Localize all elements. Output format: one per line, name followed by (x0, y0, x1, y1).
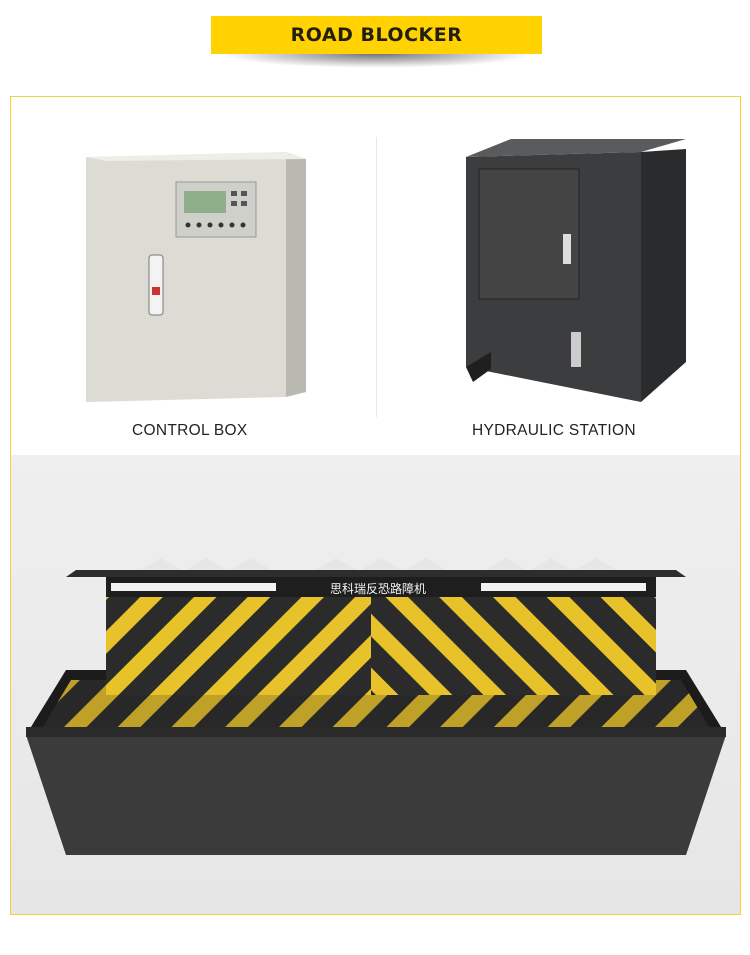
road-blocker-image: 思科瑞反恐路障机 (26, 558, 726, 855)
road-blocker-panel: 思科瑞反恐路障机 (10, 455, 741, 915)
divider (376, 137, 377, 417)
title-banner: ROAD BLOCKER (211, 16, 542, 54)
blocker-plate-text: 思科瑞反恐路障机 (330, 581, 426, 596)
control-box-image (86, 152, 306, 402)
page-title: ROAD BLOCKER (290, 24, 463, 46)
components-panel: CONTROL BOX HYDRAULIC STATION (10, 96, 741, 456)
control-box-label: CONTROL BOX (132, 422, 248, 439)
hydraulic-station-image (466, 139, 686, 402)
banner-shadow (220, 54, 533, 68)
hydraulic-station-label: HYDRAULIC STATION (472, 422, 636, 439)
